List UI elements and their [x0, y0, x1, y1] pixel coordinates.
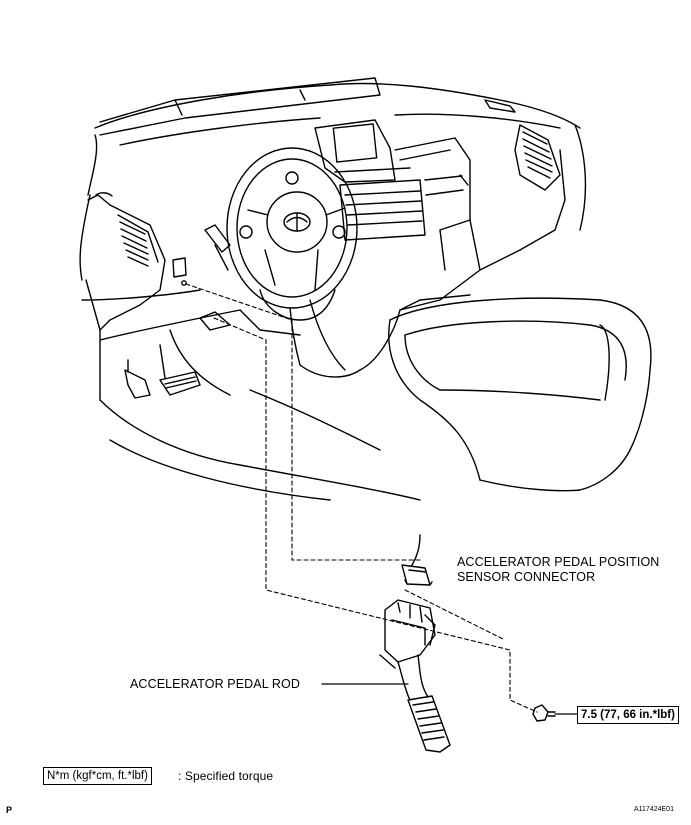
figure-id: A117424E01	[634, 806, 674, 813]
right-dash-panel	[479, 124, 587, 271]
dashboard-top	[79, 77, 581, 281]
sensor-connector-label-line1: ACCELERATOR PEDAL POSITION	[457, 555, 660, 569]
pedal-assembly-drawing	[379, 599, 451, 753]
mounting-bolt-drawing	[532, 704, 556, 722]
label-leaders	[321, 683, 578, 715]
sensor-connector-drawing	[401, 534, 433, 586]
passenger-seat	[388, 297, 652, 492]
left-dash-panel	[81, 204, 241, 401]
page-mark: P	[6, 805, 13, 815]
leader-lines-dashed	[185, 283, 538, 713]
pedal-rod-label: ACCELERATOR PEDAL ROD	[130, 677, 300, 691]
steering-wheel	[226, 147, 358, 321]
steering-column	[169, 224, 401, 396]
sensor-connector-label-line2: SENSOR CONNECTOR	[457, 570, 596, 584]
torque-value-box: 7.5 (77, 66 in.*lbf)	[577, 706, 679, 724]
floor-and-console	[99, 294, 471, 501]
center-stack	[314, 119, 481, 311]
torque-legend-description: : Specified torque	[178, 769, 274, 783]
pedals	[124, 344, 201, 399]
torque-units-legend-box: N*m (kgf*cm, ft.*lbf)	[43, 767, 152, 785]
